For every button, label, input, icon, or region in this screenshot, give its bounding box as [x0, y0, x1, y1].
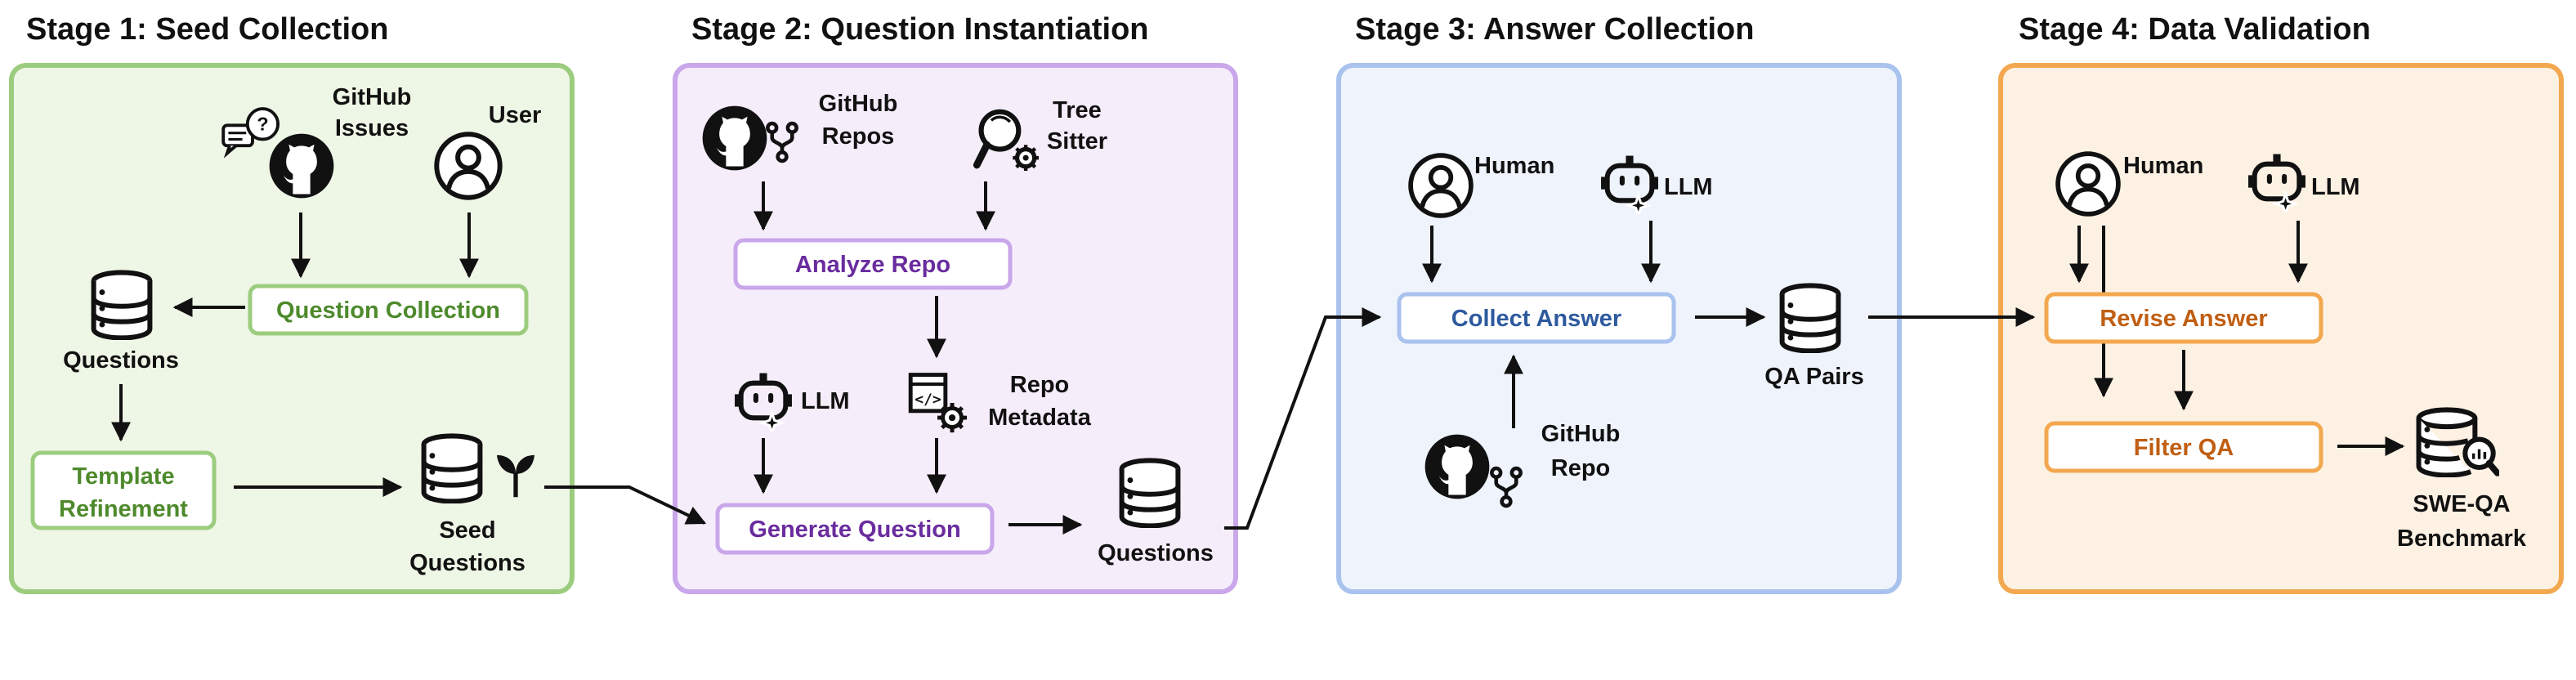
github-repo-label-line1: GitHub [1541, 421, 1621, 447]
github-repos-label-line2: Repos [822, 123, 895, 150]
stage-2-title: Stage 2: Question Instantiation [691, 12, 1149, 47]
stage2-llm-label: LLM [801, 388, 850, 414]
analyze-repo-box [733, 238, 1013, 290]
tree-sitter-label-line1: Tree [1053, 97, 1102, 123]
user-icon [2058, 154, 2118, 214]
user-label: User [489, 102, 542, 128]
stage3-human-label: Human [1474, 153, 1554, 179]
questions-label: Questions [63, 347, 179, 374]
repo-metadata-label-line1: Repo [1010, 372, 1070, 398]
user-icon [1411, 155, 1471, 216]
template-refinement-label-line1: Template [72, 463, 174, 490]
github-icon [1424, 434, 1490, 499]
database-icon [1122, 460, 1178, 526]
stage4-llm-label: LLM [2311, 174, 2360, 200]
github-repos-label-line1: GitHub [819, 91, 898, 117]
generate-question-label: Generate Question [749, 517, 960, 543]
revise-answer-box [2044, 292, 2323, 344]
question-collection-box [248, 284, 529, 336]
generate-question-box [715, 503, 995, 555]
stage4-human-label: Human [2123, 153, 2203, 179]
analyze-repo-label: Analyze Repo [795, 252, 950, 278]
stage-3-title: Stage 3: Answer Collection [1355, 12, 1754, 47]
database-icon [94, 272, 150, 338]
database-icon [424, 436, 481, 501]
collect-answer-box [1397, 292, 1676, 344]
github-issues-label-line2: Issues [335, 115, 409, 141]
github-icon [702, 105, 767, 171]
github-icon [269, 133, 334, 199]
stage-4-title: Stage 4: Data Validation [2019, 12, 2371, 47]
repo-metadata-label-line2: Metadata [988, 405, 1092, 431]
stage-1-title: Stage 1: Seed Collection [26, 12, 388, 47]
stage-2-panel [673, 63, 1238, 594]
template-refinement-label-line2: Refinement [59, 496, 188, 522]
github-repo-label-line2: Repo [1551, 455, 1611, 481]
seed-questions-label-line1: Seed [439, 517, 495, 544]
arrow-seed-to-generate [544, 485, 707, 525]
database-icon [1782, 285, 1839, 351]
template-refinement-box [30, 450, 217, 530]
question-collection-label: Question Collection [276, 298, 500, 324]
stage2-questions-label: Questions [1098, 540, 1214, 566]
benchmark-label-line2: Benchmark [2397, 526, 2527, 552]
qa-pairs-label: QA Pairs [1764, 364, 1863, 390]
benchmark-label-line1: SWE-QA [2413, 491, 2510, 517]
user-icon [436, 134, 499, 197]
revise-answer-label: Revise Answer [2100, 306, 2267, 332]
tree-sitter-label-line2: Sitter [1047, 128, 1107, 154]
stage3-llm-label: LLM [1664, 174, 1713, 200]
seed-questions-label-line2: Questions [409, 550, 525, 576]
filter-qa-box [2044, 421, 2323, 473]
github-issues-label-line1: GitHub [333, 84, 412, 110]
collect-answer-label: Collect Answer [1451, 306, 1621, 332]
filter-qa-label: Filter QA [2134, 435, 2234, 461]
arrow-questions-to-collect [1224, 307, 1382, 530]
